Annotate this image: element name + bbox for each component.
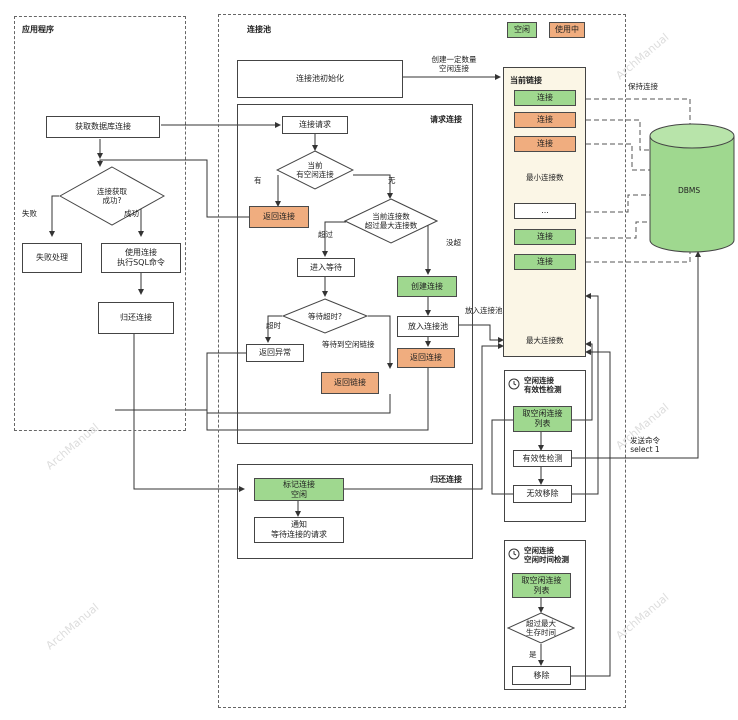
current-connections-title: 当前链接	[510, 76, 542, 85]
no-label: 无	[388, 176, 396, 185]
over-max-label: 当前连接数 超过最大连接数	[364, 212, 418, 230]
return-connection-box: 归还连接	[98, 302, 174, 334]
send-command-label: 发送命令 select 1	[630, 436, 660, 454]
pool-section	[218, 14, 626, 708]
dbms-label: DBMS	[678, 186, 701, 195]
has-idle-label: 当前 有空闲连接	[296, 161, 334, 179]
exceed-label: 超过	[318, 230, 333, 239]
dbms-cylinder-icon	[649, 123, 735, 253]
timeout-label: 超时	[266, 321, 281, 330]
success-label: 成功	[124, 209, 139, 218]
wait-timeout-label: 等待超时?	[308, 311, 342, 321]
pool-connection-1: 连接	[514, 90, 576, 106]
pool-connection-ellipsis: ...	[514, 203, 576, 219]
legend-idle: 空闲	[507, 22, 537, 38]
return-section	[237, 464, 473, 559]
return-connection-orange: 返回连接	[249, 206, 309, 228]
return-link-orange: 返回链接	[321, 372, 379, 394]
has-idle-decision	[276, 150, 354, 190]
init-note-label: 创建一定数量 空闲连接	[431, 55, 477, 73]
connection-request-box: 连接请求	[282, 116, 348, 134]
wait-timeout-decision	[282, 298, 368, 334]
fail-label: 失败	[22, 209, 37, 218]
pool-init-box: 连接池初始化	[237, 60, 403, 98]
invalid-remove-box: 无效移除	[513, 485, 572, 503]
put-into-pool-label: 放入连接池	[465, 306, 503, 315]
pool-connection-3: 连接	[514, 136, 576, 152]
over-max-lifetime-label: 超过最大 生存时间	[526, 619, 556, 637]
min-connections-label: 最小连接数	[526, 173, 564, 182]
keep-alive-label: 保持连接	[628, 82, 658, 91]
pool-connection-4: 连接	[514, 229, 576, 245]
fail-handle-box: 失败处理	[22, 243, 82, 273]
mark-idle-box: 标记连接 空闲	[254, 478, 344, 501]
yes-label: 有	[254, 176, 262, 185]
idle-remove-box: 移除	[512, 666, 571, 685]
idle-time-title: 空闲连接 空闲时间检测	[524, 546, 569, 564]
yes-label-2: 是	[529, 650, 537, 659]
not-exceed-label: 没超	[446, 238, 461, 247]
request-section-title: 请求连接	[430, 115, 462, 124]
pool-connection-5: 连接	[514, 254, 576, 270]
create-connection-box: 创建连接	[397, 276, 457, 297]
max-connections-label: 最大连接数	[526, 336, 564, 345]
over-max-lifetime-decision	[507, 612, 575, 644]
clock-icon	[508, 378, 520, 390]
app-section-title: 应用程序	[22, 25, 54, 34]
connection-success-decision	[59, 166, 165, 226]
idle-time-section	[504, 540, 586, 690]
idle-take-list-box: 取空闲连接 列表	[512, 573, 571, 598]
pool-connection-2: 连接	[514, 112, 576, 128]
legend-busy: 使用中	[549, 22, 585, 38]
return-connection-orange-2: 返回连接	[397, 348, 455, 368]
app-section	[14, 16, 186, 431]
wait-idle-label: 等待到空闲链接	[322, 340, 375, 349]
get-connection-box: 获取数据库连接	[46, 116, 160, 138]
return-exception-box: 返回异常	[246, 344, 304, 362]
over-max-decision	[344, 198, 438, 244]
validity-title: 空闲连接 有效性检测	[524, 376, 562, 394]
validity-take-list-box: 取空闲连接 列表	[513, 406, 572, 432]
enter-wait-box: 进入等待	[297, 258, 355, 277]
request-section	[237, 104, 473, 444]
clock-icon-2	[508, 548, 520, 560]
return-section-title: 归还连接	[430, 475, 462, 484]
use-connection-box: 使用连接 执行SQL命令	[101, 243, 181, 273]
validity-check-box: 有效性检测	[513, 450, 572, 467]
pool-section-title: 连接池	[247, 25, 271, 34]
connection-success-label: 连接获取 成功?	[97, 187, 127, 205]
put-pool-box: 放入连接池	[397, 316, 459, 337]
notify-waiting-box: 通知 等待连接的请求	[254, 517, 344, 543]
validity-section	[504, 370, 586, 522]
